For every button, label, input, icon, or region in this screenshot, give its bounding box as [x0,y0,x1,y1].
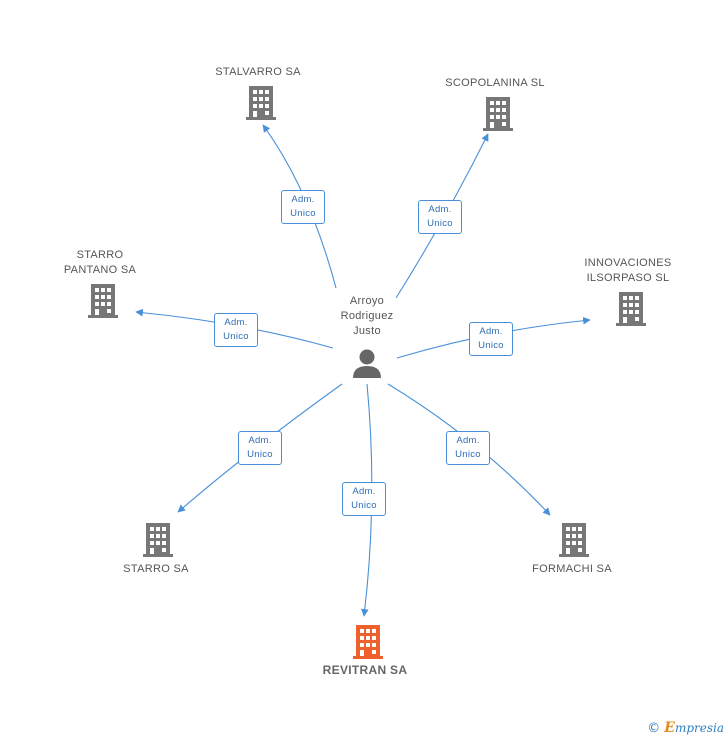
footer-brand[interactable]: ©Empresia [647,720,724,736]
company-label-formachi[interactable]: FORMACHI SA [532,563,612,575]
building-icon-scopolanina[interactable] [483,97,513,131]
person-icon [353,349,381,378]
building-icon-starro[interactable] [143,523,173,557]
building-icon-innovaciones[interactable] [616,292,646,326]
company-label-scopolanina[interactable]: SCOPOLANINA SL [445,77,545,89]
building-icon-stalvarro[interactable] [246,86,276,120]
relation-badge-scopolanina: Adm.Unico [418,200,462,234]
building-icon-starro-pantano[interactable] [88,284,118,318]
relation-badge-formachi: Adm.Unico [446,431,490,465]
copyright-symbol: © [647,721,661,736]
relation-badge-revitran: Adm.Unico [342,482,386,516]
company-label-stalvarro[interactable]: STALVARRO SA [215,66,301,78]
company-label-starro-pantano[interactable]: STARRO PANTANO SA [63,249,137,276]
building-icon-revitran[interactable] [353,625,383,659]
person-name[interactable]: Arroyo Rodriguez Justo [340,295,394,337]
relation-badge-innovaciones: Adm.Unico [469,322,513,356]
relation-badge-starro-pantano: Adm.Unico [214,313,258,347]
building-icon-formachi[interactable] [559,523,589,557]
brand-initial: E [664,720,675,736]
company-label-revitran[interactable]: REVITRAN SA [322,663,408,677]
relation-badge-starro: Adm.Unico [238,431,282,465]
company-label-innovaciones[interactable]: INNOVACIONES ILSORPASO SL [584,257,672,284]
brand-name: mpresia [674,721,724,735]
relation-badge-stalvarro: Adm.Unico [281,190,325,224]
company-label-starro[interactable]: STARRO SA [123,563,189,575]
